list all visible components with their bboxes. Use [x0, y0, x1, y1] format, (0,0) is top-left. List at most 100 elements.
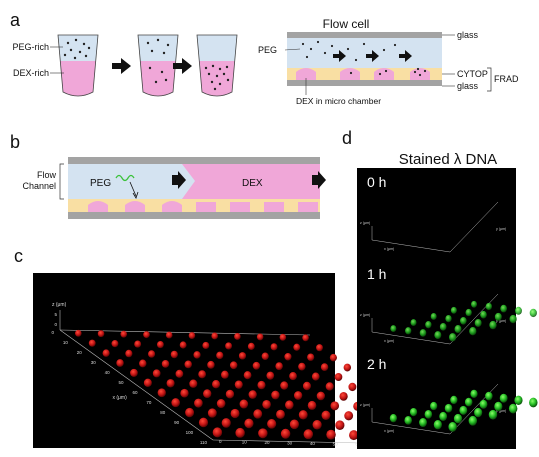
red-droplet [120, 330, 128, 338]
red-droplet [116, 359, 124, 367]
green-droplet [439, 323, 447, 331]
red-droplet [194, 398, 203, 408]
red-droplet [261, 352, 269, 361]
c-y-tick: 0 [219, 439, 222, 444]
d-z-axis-label: z (μm) [360, 221, 370, 225]
red-droplet [298, 362, 306, 371]
red-droplet [166, 379, 175, 388]
flow-channel-diagram [68, 157, 326, 219]
frad-label: FRAD [494, 74, 519, 84]
red-droplet [234, 333, 241, 340]
red-droplet [329, 353, 337, 362]
red-droplet [156, 340, 164, 349]
c-x-tick: 30 [91, 360, 97, 365]
green-droplet [433, 419, 442, 430]
green-droplet [470, 389, 478, 398]
red-droplet [157, 388, 166, 398]
c-y-tick: 40 [310, 441, 316, 446]
green-droplet [459, 405, 468, 415]
green-droplet [419, 329, 427, 337]
red-droplet [216, 351, 224, 360]
red-droplet [143, 378, 152, 388]
d-y-axis-label: y (μm) [496, 409, 506, 413]
red-droplet [189, 379, 198, 388]
red-droplet [125, 349, 133, 358]
red-droplet [316, 391, 326, 401]
d-z-axis-label: z (μm) [360, 403, 370, 407]
green-droplet [465, 308, 472, 317]
red-droplet [97, 330, 105, 338]
red-droplet [198, 370, 206, 379]
leader-peg [284, 48, 301, 51]
frad-bracket [487, 67, 492, 92]
green-droplet [454, 325, 462, 334]
red-droplet [307, 353, 315, 361]
red-droplet [325, 382, 334, 391]
red-droplet [311, 372, 320, 381]
time-frame: 0 hx (μm)y (μm)z (μm) [360, 174, 506, 253]
green-droplet [430, 401, 438, 411]
green-droplet [488, 409, 498, 420]
red-droplet [235, 427, 245, 438]
red-droplet [280, 428, 291, 439]
red-droplet [244, 418, 254, 429]
c-y-tick: 10 [242, 439, 248, 444]
red-droplet [102, 349, 110, 357]
green-droplet [450, 306, 457, 314]
green-droplet [480, 310, 487, 319]
c-x-tick: 50 [119, 380, 125, 385]
red-droplet [276, 409, 285, 420]
red-droplet [302, 381, 311, 391]
flow-channel-bracket [59, 163, 64, 200]
c-x-tick: 70 [146, 400, 152, 405]
red-droplet [180, 388, 189, 398]
red-droplet [344, 411, 354, 421]
red-droplet [238, 352, 247, 360]
dex-rich-label: DEX-rich [13, 68, 49, 78]
channel-peg-label: PEG [90, 178, 111, 189]
glass-top-label: glass [457, 30, 479, 40]
red-droplet [179, 341, 187, 349]
green-droplet [494, 312, 502, 321]
red-droplet [257, 380, 266, 390]
red-droplet [207, 408, 217, 418]
c-x-tick: 110 [200, 440, 208, 445]
red-droplet [171, 398, 180, 408]
c-z-tick: 5 [54, 312, 57, 317]
red-droplet [302, 334, 309, 342]
red-droplet [335, 420, 345, 431]
d-z-axis-label: z (μm) [360, 313, 370, 317]
green-droplet [529, 308, 537, 318]
red-droplet [266, 371, 275, 380]
green-droplet [430, 312, 437, 320]
time-label: 1 h [367, 266, 386, 282]
green-droplet [404, 416, 412, 425]
green-droplet [439, 411, 448, 421]
green-droplet [529, 397, 538, 408]
process-arrow-1 [112, 58, 131, 74]
red-droplet [284, 352, 292, 361]
red-droplet [256, 333, 264, 341]
c-x-tick: 90 [174, 420, 180, 425]
red-droplet [243, 371, 252, 380]
red-droplet [88, 339, 96, 347]
c-x-tick: 10 [63, 340, 69, 345]
time-frame: 1 hx (μm)y (μm)z (μm) [360, 266, 537, 345]
red-droplet [326, 429, 336, 440]
red-droplet [252, 361, 261, 370]
d-y-axis-label: y (μm) [496, 319, 506, 323]
green-droplet [444, 403, 453, 413]
panel-c-label: c [14, 246, 23, 266]
red-droplet [225, 389, 235, 399]
tube-3 [196, 34, 238, 97]
flowcell-title: Flow cell [323, 17, 370, 31]
green-droplet [464, 397, 473, 407]
red-droplet [75, 329, 82, 337]
red-droplet [248, 390, 257, 399]
c-x-tick: 40 [105, 370, 111, 375]
panel-d-label: d [342, 128, 352, 148]
red-droplet [230, 408, 240, 419]
red-droplet [271, 390, 280, 400]
